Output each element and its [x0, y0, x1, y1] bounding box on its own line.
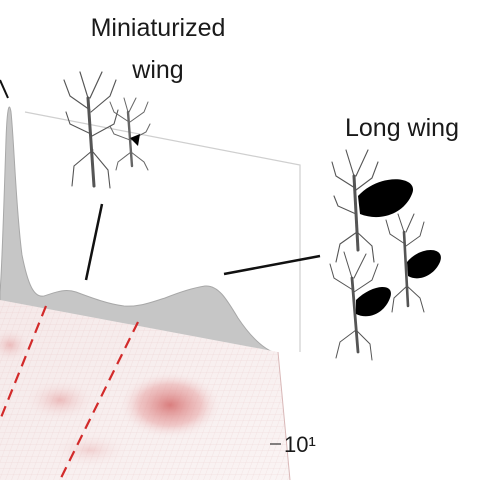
callout-long-wing — [223, 254, 321, 276]
miniaturized-label-line2: wing — [131, 56, 183, 84]
axis-tick-label: 10¹ — [284, 432, 316, 457]
stick-insect-long-wing-icon — [331, 149, 414, 263]
dashed-line-left — [0, 305, 48, 421]
dashed-line-right — [59, 321, 139, 480]
stick-insect-long-wing-icon-2 — [329, 251, 391, 361]
stick-insect-small-wing-icon — [109, 97, 151, 171]
threshold-lines — [0, 305, 139, 480]
wing-shape — [358, 179, 414, 218]
miniaturized-label-line1: Miniaturized — [91, 14, 226, 42]
stick-insect-icon — [63, 71, 119, 189]
long-wing-label: Long wing — [345, 114, 459, 142]
callout-miniaturized — [84, 203, 104, 281]
density-curve — [0, 106, 279, 355]
stick-insect-long-wing-icon-3 — [385, 213, 441, 313]
landscape-surface — [0, 300, 291, 480]
axis: 10¹ — [270, 432, 316, 457]
fitness-peak — [118, 371, 222, 439]
fitness-bump-left — [22, 378, 98, 422]
back-panel — [24, 111, 301, 352]
callouts — [0, 79, 321, 281]
fitness-bump-corner — [0, 327, 32, 363]
